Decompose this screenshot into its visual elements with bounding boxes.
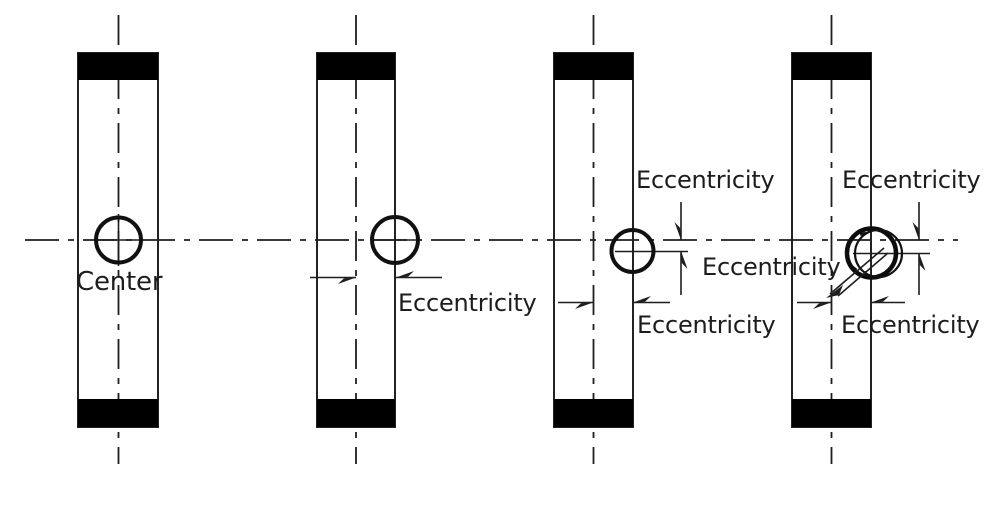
dim-3-vert-up-arrow-icon — [681, 251, 688, 269]
specimen-2-top-grip — [317, 53, 395, 80]
dim-3-vert-down-arrow-icon — [674, 222, 681, 240]
dim-3-right-arrow-icon — [575, 302, 593, 309]
specimen-1-bottom-grip — [78, 399, 158, 427]
dim-3-left-arrow-icon — [633, 296, 651, 303]
hole-circle-1 — [94, 215, 143, 265]
specimen-2 — [310, 15, 442, 464]
dim-4-right-arrow-icon — [813, 302, 831, 309]
dim-2-left-arrow-icon — [396, 271, 414, 278]
eccentricity-label-specimen4-top: Eccentricity — [842, 166, 981, 194]
specimen-3 — [553, 15, 688, 464]
leader-4-line-b — [837, 252, 889, 297]
specimen-4 — [791, 15, 930, 464]
hole-circle-2 — [370, 215, 420, 265]
leader-4-line-a — [829, 247, 885, 295]
eccentricity-label-specimen2: Eccentricity — [398, 289, 537, 317]
eccentricity-label-middle: Eccentricity — [702, 253, 841, 281]
specimen-3-top-grip — [554, 53, 633, 80]
specimen-1-top-grip — [78, 53, 158, 80]
hole-4-dashed-arc — [845, 232, 867, 274]
specimen-3-bottom-grip — [554, 399, 633, 427]
dim-4-vert-up-arrow-icon — [919, 253, 926, 271]
leader-4-arrow-icon — [826, 285, 843, 298]
dim-4-left-arrow-icon — [871, 296, 889, 303]
specimen-2-bottom-grip — [317, 399, 395, 427]
hole-circle-4-shifted — [853, 228, 904, 279]
dim-4-vert-down-arrow-icon — [912, 222, 919, 240]
eccentricity-label-specimen4-bottom: Eccentricity — [841, 311, 980, 339]
eccentricity-label-specimen3-bottom: Eccentricity — [637, 311, 776, 339]
specimen-1 — [77, 15, 159, 464]
specimen-4-bottom-grip — [792, 399, 871, 427]
center-label: Center — [76, 267, 163, 297]
eccentricity-label-specimen3-top: Eccentricity — [636, 166, 775, 194]
hole-circle-3 — [609, 228, 656, 274]
specimen-4-top-grip — [792, 53, 871, 80]
dim-2-right-arrow-icon — [338, 277, 356, 284]
